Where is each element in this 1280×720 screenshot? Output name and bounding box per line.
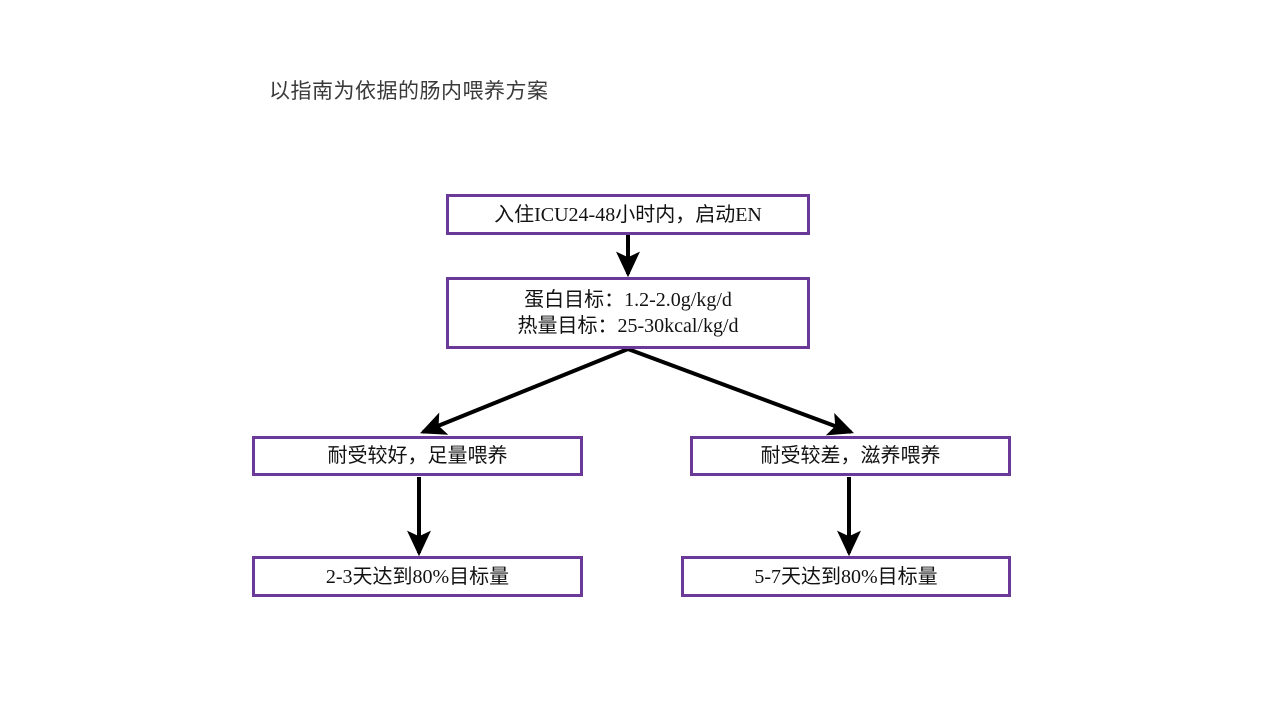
flow-node-goal-good-line-1: 2-3天达到80%目标量 xyxy=(325,565,510,588)
flow-node-tolerance-poor-line-1: 耐受较差，滋养喂养 xyxy=(760,445,941,467)
flow-node-targets-line-2: 热量目标：25-30kcal/kg/d xyxy=(517,315,739,337)
flow-node-targets[interactable]: 蛋白目标：1.2-2.0g/kg/d 热量目标：25-30kcal/kg/d xyxy=(446,277,810,349)
flow-node-goal-poor[interactable]: 5-7天达到80%目标量 xyxy=(681,556,1011,597)
flow-node-tolerance-good-line-1: 耐受较好，足量喂养 xyxy=(327,445,508,467)
flow-node-goal-poor-line-1: 5-7天达到80%目标量 xyxy=(754,565,938,588)
edge-targets-to-tolerance-poor xyxy=(627,347,854,436)
flow-node-goal-good[interactable]: 2-3天达到80%目标量 xyxy=(252,556,583,597)
flow-node-tolerance-poor[interactable]: 耐受较差，滋养喂养 xyxy=(690,436,1011,476)
page-title: 以指南为依据的肠内喂养方案 xyxy=(269,79,549,103)
flow-node-tolerance-good[interactable]: 耐受较好，足量喂养 xyxy=(252,436,583,476)
flow-node-start-line-1: 入住ICU24-48小时内，启动EN xyxy=(494,203,762,226)
flow-node-start[interactable]: 入住ICU24-48小时内，启动EN xyxy=(446,194,810,235)
flow-node-targets-line-1: 蛋白目标：1.2-2.0g/kg/d xyxy=(524,289,732,311)
edge-targets-to-tolerance-good xyxy=(420,347,629,435)
